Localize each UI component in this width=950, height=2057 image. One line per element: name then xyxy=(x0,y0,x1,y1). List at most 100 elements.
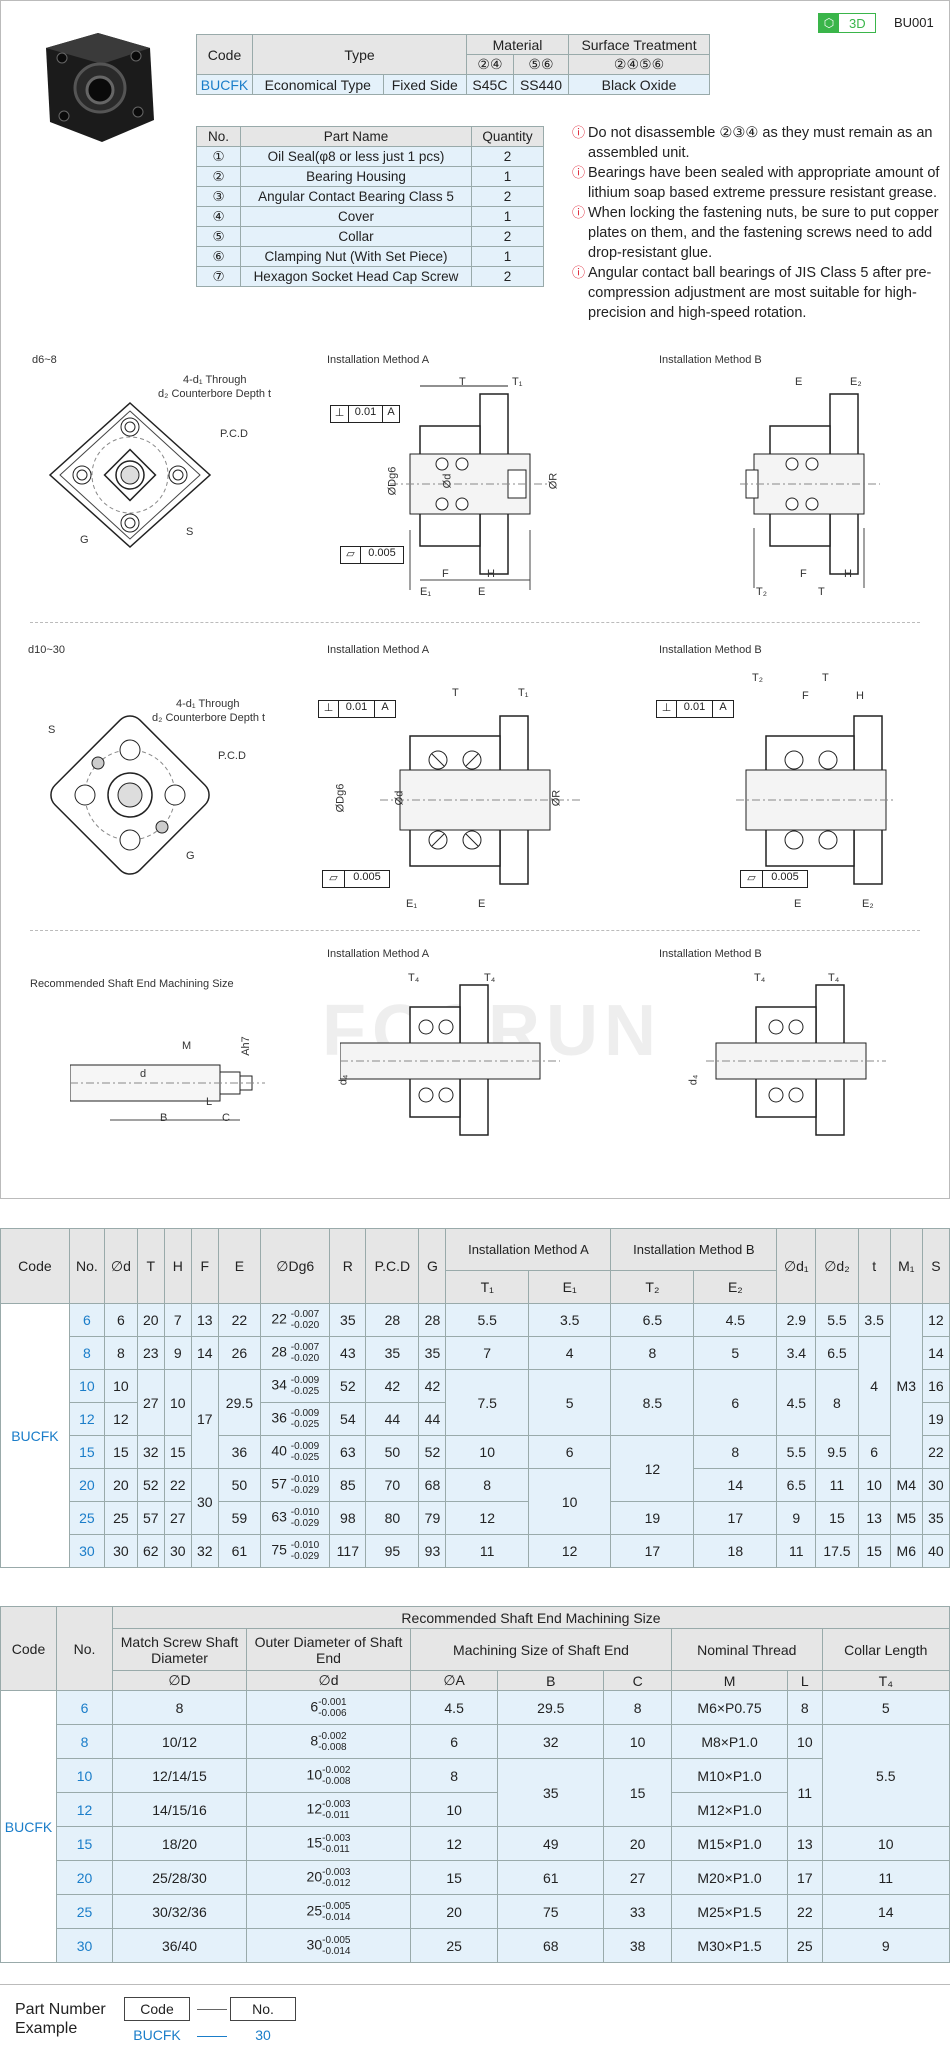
sp-h-R: R xyxy=(329,1228,367,1304)
pt-no: ④ xyxy=(196,206,241,227)
sp-h-code: Code xyxy=(0,1228,70,1304)
badge-3d[interactable]: ⬡ 3D xyxy=(818,13,876,33)
sh-B: 61 xyxy=(497,1860,605,1895)
mt-code: BUCFK xyxy=(196,74,253,95)
sp-h-d1: ∅d₁ xyxy=(776,1228,817,1304)
sh-no: 25 xyxy=(56,1894,113,1929)
sp-R: 52 xyxy=(329,1369,367,1403)
sp-d: 20 xyxy=(103,1468,138,1502)
part-number-example: Part Number Example Code No. BUCFK 30 xyxy=(0,1984,950,2057)
mt-m1-h: ②④ xyxy=(465,54,514,75)
tol-value-1: 0.01 xyxy=(349,406,383,422)
range-d10-30: d10~30 xyxy=(28,644,66,656)
sh-od-up: -0.001 xyxy=(318,1696,347,1708)
sh-od-nom: 30 xyxy=(306,1936,323,1953)
pt-no: ⑤ xyxy=(196,226,241,247)
sh-A: 10 xyxy=(409,1792,499,1827)
sp-T2: 19 xyxy=(610,1501,695,1535)
sh-A: 4.5 xyxy=(409,1690,499,1725)
through-1: 4-d₁ Through xyxy=(183,374,247,386)
note-text: Bearings have been sealed with appropria… xyxy=(588,165,940,201)
sp-H: 7 xyxy=(163,1303,192,1337)
sh-A: 20 xyxy=(409,1894,499,1929)
range-d6-8: d6~8 xyxy=(32,354,57,366)
example-title-1: Part Number xyxy=(15,2001,106,2018)
sp-T1: 10 xyxy=(445,1435,529,1469)
sp-E: 29.5 xyxy=(217,1369,262,1436)
sh-od-lo: -0.008 xyxy=(322,1775,351,1787)
sh-h-no: No. xyxy=(56,1606,113,1691)
pt-no: ⑦ xyxy=(196,266,241,287)
sp-dg6-nom: 75 xyxy=(271,1541,287,1558)
sh-od-nom: 10 xyxy=(306,1766,323,1783)
sp-T: 57 xyxy=(136,1501,165,1535)
sh-D: 8 xyxy=(112,1690,247,1725)
method-b-3: Installation Method B xyxy=(659,948,762,960)
sp-dg6-up: -0.010 xyxy=(290,1507,320,1518)
note-text: When locking the fastening nuts, be sure… xyxy=(588,205,939,261)
label-m-shaft: M xyxy=(182,1040,192,1052)
sp-no: 8 xyxy=(68,1336,105,1370)
pt-name-h: Part Name xyxy=(240,126,472,147)
sh-A: 15 xyxy=(409,1860,499,1895)
mt-s1-h: ②④⑤⑥ xyxy=(568,54,710,75)
sh-T4: 11 xyxy=(821,1860,950,1895)
sh-h-d: ∅d xyxy=(246,1670,411,1691)
sp-H: 9 xyxy=(163,1336,192,1370)
method-a-3: Installation Method A xyxy=(327,948,430,960)
sp-dg6: 36 -0.009-0.025 xyxy=(260,1402,331,1436)
sp-R: 85 xyxy=(329,1468,367,1502)
sh-D: 25/28/30 xyxy=(112,1860,247,1895)
label-l-shaft: L xyxy=(206,1096,213,1108)
sp-d: 12 xyxy=(103,1402,138,1436)
sp-H: 22 xyxy=(163,1468,192,1502)
sh-C: 8 xyxy=(603,1690,672,1725)
sp-d2: 17.5 xyxy=(815,1534,859,1568)
sh-no: 12 xyxy=(56,1792,113,1827)
method-a-section-1 xyxy=(390,385,550,590)
sp-H_10_12: 10 xyxy=(163,1369,192,1436)
label-c-shaft: C xyxy=(222,1112,230,1124)
label-t4-a2: T₄ xyxy=(484,972,496,984)
sp-d1_10_12: 4.5 xyxy=(776,1369,817,1436)
sh-h-mach: Machining Size of Shaft End xyxy=(410,1628,672,1671)
pcd-2: P.C.D xyxy=(218,750,246,762)
info-icon: ⓘ xyxy=(572,205,586,220)
pt-no: ① xyxy=(196,146,241,167)
label-e-2: E xyxy=(478,898,486,910)
label-e-1b: E xyxy=(795,376,803,388)
sp-dg6: 34 -0.009-0.025 xyxy=(260,1369,331,1403)
sh-C_10_12: 15 xyxy=(603,1758,672,1827)
sp-S: 12 xyxy=(921,1303,950,1337)
sp-h-E: E xyxy=(217,1228,262,1304)
sh-A: 8 xyxy=(409,1758,499,1793)
pt-qty: 2 xyxy=(471,226,544,247)
sh-M: M10×P1.0 xyxy=(670,1758,789,1793)
sp-T2: 6.5 xyxy=(610,1303,695,1337)
sp-M1_6_15: M3 xyxy=(889,1303,923,1469)
sh-no: 30 xyxy=(56,1928,113,1963)
pt-name: Angular Contact Bearing Class 5 xyxy=(240,186,472,207)
sp-S: 30 xyxy=(921,1468,950,1502)
sp-G: 68 xyxy=(418,1468,447,1502)
divider-1 xyxy=(30,622,920,623)
sh-L: 25 xyxy=(787,1928,823,1963)
sp-E: 59 xyxy=(217,1501,262,1535)
label-dg6-1: ØDg6 xyxy=(386,466,399,496)
sh-M: M20×P1.0 xyxy=(670,1860,789,1895)
sh-od-up: -0.005 xyxy=(322,1900,351,1912)
sp-T1_10_12: 7.5 xyxy=(445,1369,529,1436)
sp-no: 10 xyxy=(68,1369,105,1403)
sp-d1: 5.5 xyxy=(776,1435,817,1469)
sh-h-match: Match Screw Shaft Diameter xyxy=(112,1628,247,1671)
sh-C: 20 xyxy=(603,1826,672,1861)
flatness-frame-2b: ▱ 0.005 xyxy=(740,870,808,888)
tol-value-2: 0.01 xyxy=(339,701,375,717)
